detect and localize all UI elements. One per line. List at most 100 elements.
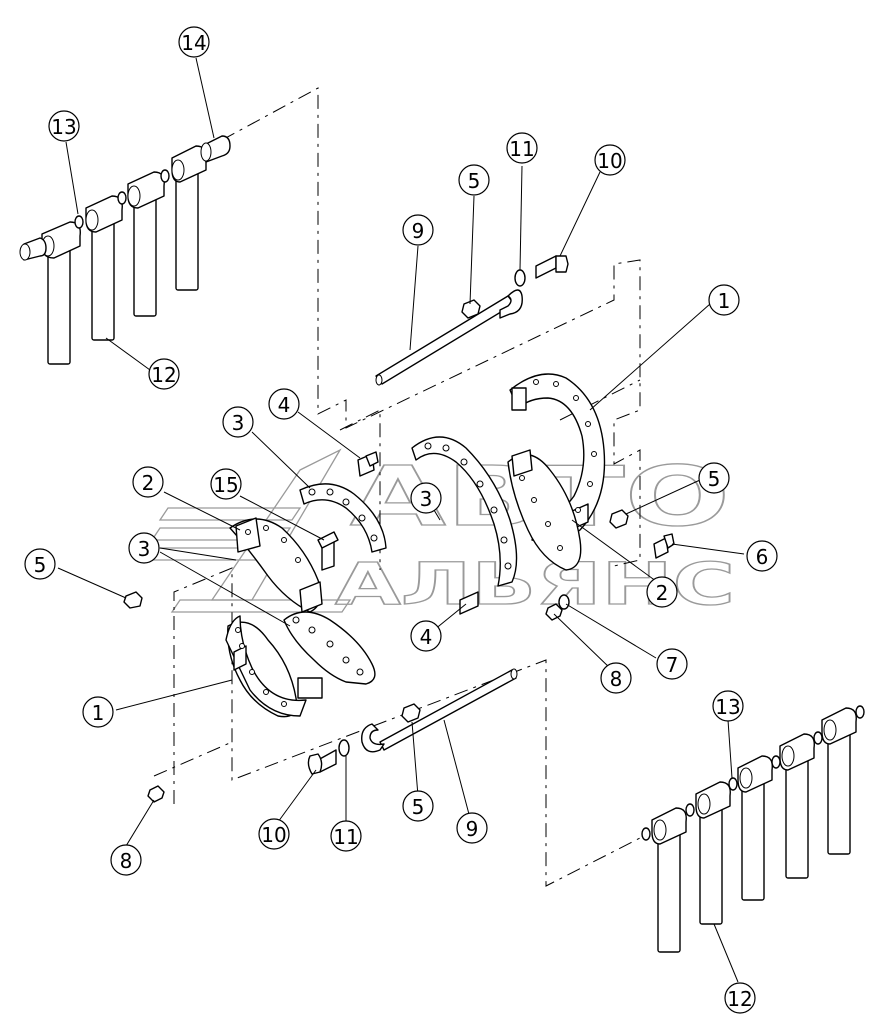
svg-text:7: 7: [666, 653, 679, 677]
nut-8-right: [545, 603, 563, 621]
rod-9-top: [375, 289, 523, 386]
callout-5: 5: [458, 164, 490, 196]
bolt-6: [653, 533, 675, 559]
callout-14: 14: [178, 26, 210, 58]
svg-text:4: 4: [420, 625, 433, 649]
svg-text:8: 8: [120, 849, 133, 873]
plate-2-right: [507, 449, 582, 571]
callout-2: 2: [132, 466, 164, 498]
arm: [695, 781, 731, 925]
callout-6: 6: [746, 540, 778, 572]
callout-3: 3: [128, 532, 160, 564]
arm-set-bottom-right: [641, 705, 865, 953]
nut-5-bottom: [401, 703, 421, 723]
hub-plate-1-left: [225, 615, 323, 718]
svg-text:5: 5: [708, 467, 721, 491]
callout-3: 3: [410, 482, 442, 514]
svg-text:3: 3: [420, 487, 433, 511]
assembly-centerlines: [153, 87, 641, 887]
bushing-14: [200, 135, 231, 163]
callout-11: 11: [330, 820, 362, 852]
svg-text:12: 12: [151, 363, 176, 387]
svg-text:5: 5: [412, 795, 425, 819]
washer-11-bottom: [338, 739, 350, 757]
segment-3-bottom: [283, 611, 376, 685]
washer: [813, 731, 823, 745]
hub-plate-1-right: [509, 373, 606, 544]
svg-text:5: 5: [468, 169, 481, 193]
callout-10: 10: [258, 818, 290, 850]
washer-13: [728, 777, 738, 791]
svg-text:11: 11: [509, 137, 534, 161]
leader-lines: [57, 57, 745, 983]
callout-12: 12: [724, 982, 756, 1014]
callout-15: 15: [210, 468, 242, 500]
callout-13: 13: [48, 110, 80, 142]
arm: [779, 733, 815, 879]
bolt-10-top: [535, 255, 569, 279]
callout-8: 8: [600, 662, 632, 694]
callout-5: 5: [24, 548, 56, 580]
callout-5: 5: [402, 790, 434, 822]
segment-3-center: [411, 436, 518, 587]
bolt-4-top: [357, 451, 379, 477]
arm: [651, 807, 687, 953]
washer-11-top: [514, 269, 526, 287]
svg-text:10: 10: [261, 823, 286, 847]
callout-4: 4: [410, 620, 442, 652]
arm: [171, 145, 207, 291]
arm: [85, 195, 123, 341]
bushing: [19, 237, 47, 261]
washer-7: [558, 594, 570, 610]
plate-2-left: [229, 517, 323, 613]
callout-2: 2: [646, 576, 678, 608]
nut-8-left: [147, 785, 165, 803]
svg-text:12: 12: [727, 987, 752, 1011]
arm: [127, 171, 165, 317]
nut-5-left: [123, 591, 143, 609]
svg-text:10: 10: [597, 149, 622, 173]
bolt-10-bottom: [307, 749, 337, 775]
svg-text:3: 3: [232, 411, 245, 435]
svg-text:9: 9: [466, 817, 479, 841]
callout-8: 8: [110, 844, 142, 876]
callout-4: 4: [268, 388, 300, 420]
callout-12: 12: [148, 358, 180, 390]
washer: [641, 827, 651, 841]
svg-text:1: 1: [92, 701, 105, 725]
svg-text:1: 1: [718, 289, 731, 313]
svg-text:6: 6: [756, 545, 769, 569]
arm: [821, 707, 857, 855]
rod-9-bottom: [361, 668, 518, 753]
svg-text:2: 2: [656, 581, 669, 605]
callout-9: 9: [402, 214, 434, 246]
callout-9: 9: [456, 812, 488, 844]
svg-text:5: 5: [34, 553, 47, 577]
arm-set-top-left: [19, 135, 231, 365]
svg-text:11: 11: [333, 825, 358, 849]
washer-13: [74, 215, 84, 229]
svg-text:13: 13: [51, 115, 76, 139]
svg-text:9: 9: [412, 219, 425, 243]
washer: [117, 191, 127, 205]
washer: [160, 169, 170, 183]
callout-10: 10: [594, 144, 626, 176]
bolt-15: [317, 531, 339, 571]
callout-1: 1: [708, 284, 740, 316]
arm: [41, 221, 81, 365]
callout-1: 1: [82, 696, 114, 728]
svg-text:8: 8: [610, 667, 623, 691]
callout-13: 13: [712, 690, 744, 722]
svg-text:13: 13: [715, 695, 740, 719]
washer: [685, 803, 695, 817]
callout-3: 3: [222, 406, 254, 438]
nut-5-top: [461, 299, 481, 319]
callout-7: 7: [656, 648, 688, 680]
arm: [737, 755, 773, 901]
callout-5: 5: [698, 462, 730, 494]
svg-text:15: 15: [213, 473, 238, 497]
svg-text:14: 14: [181, 31, 206, 55]
svg-text:3: 3: [138, 537, 151, 561]
washer: [855, 705, 865, 719]
